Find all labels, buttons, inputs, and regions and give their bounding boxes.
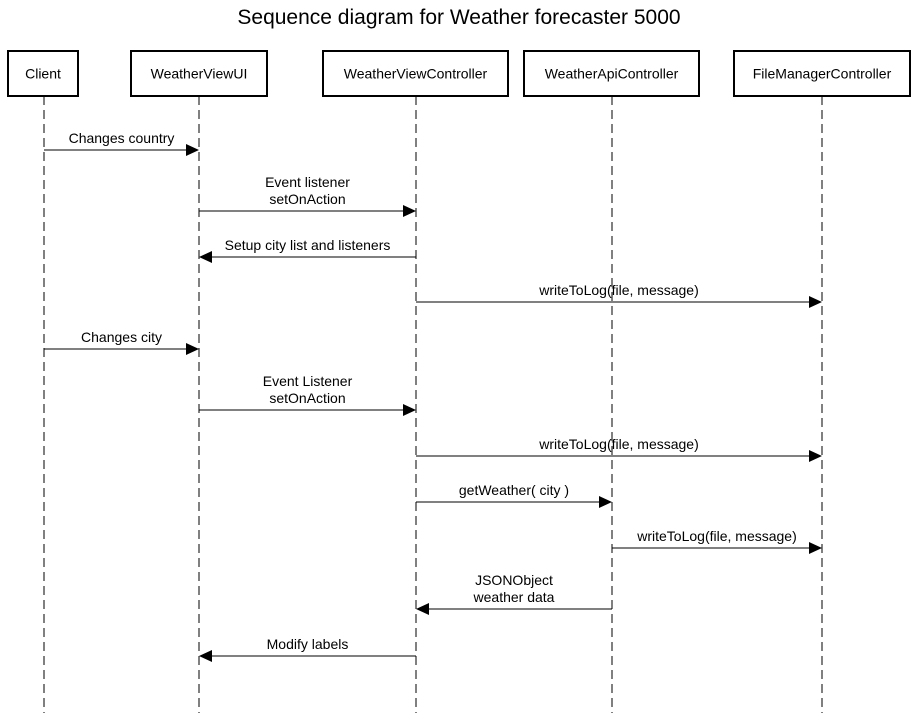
message-label: JSONObject [475,572,553,588]
message-label: writeToLog(file, message) [636,528,797,544]
arrowhead-icon [809,296,822,308]
participant-box [322,50,509,97]
message-5: Changes city [44,329,199,355]
participant-client: Client [7,50,79,97]
message-label: Changes city [81,329,162,345]
arrowhead-icon [186,343,199,355]
participant-label: WeatherViewUI [151,66,248,82]
message-label: writeToLog(file, message) [538,436,699,452]
arrowhead-icon [403,404,416,416]
arrowhead-icon [186,144,199,156]
arrowhead-icon [199,251,212,263]
arrowhead-icon [199,650,212,662]
arrowhead-icon [809,542,822,554]
message-label: Modify labels [267,636,349,652]
message-label: Changes country [69,130,175,146]
participant-label: WeatherViewController [344,66,488,82]
participant-ui: WeatherViewUI [130,50,268,97]
message-4: writeToLog(file, message) [416,282,822,308]
participant-box [130,50,268,97]
participant-fm: FileManagerController [733,50,911,97]
message-7: writeToLog(file, message) [416,436,822,462]
message-label: weather data [473,589,555,605]
message-label: Event listener [265,174,350,190]
message-label: writeToLog(file, message) [538,282,699,298]
arrowhead-icon [416,603,429,615]
message-8: getWeather( city ) [416,482,612,508]
participant-label: FileManagerController [753,66,892,82]
message-1: Changes country [44,130,199,156]
message-label: getWeather( city ) [459,482,569,498]
message-label: setOnAction [269,390,345,406]
arrowhead-icon [599,496,612,508]
participant-box [7,50,79,97]
arrowhead-icon [403,205,416,217]
message-11: Modify labels [199,636,416,662]
lifelines [43,96,823,713]
message-label: Setup city list and listeners [225,237,391,253]
participant-boxes: Client WeatherViewUI WeatherViewController… [7,50,911,97]
message-3: Setup city list and listeners [199,237,416,263]
message-9: writeToLog(file, message) [612,528,822,554]
participant-api: WeatherApiController [523,50,700,97]
arrowhead-icon [809,450,822,462]
participant-box [733,50,911,97]
participant-vc: WeatherViewController [322,50,509,97]
diagram-title: Sequence diagram for Weather forecaster … [237,6,680,29]
participant-label: WeatherApiController [545,66,679,82]
message-label: setOnAction [269,191,345,207]
message-label: Event Listener [263,373,353,389]
participant-box [523,50,700,97]
participant-label: Client [25,66,61,82]
